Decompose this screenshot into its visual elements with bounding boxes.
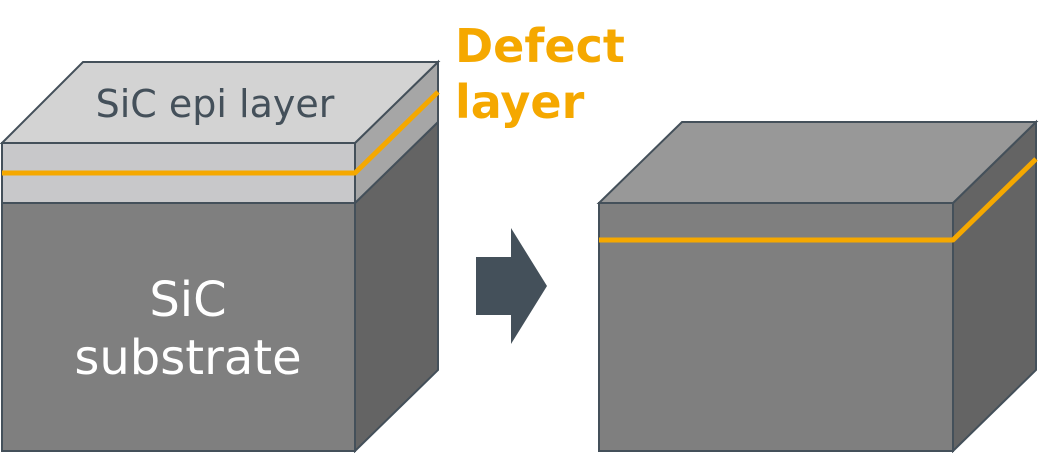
- before-block: SiC epi layer SiC substrate: [0, 59, 441, 453]
- defect-label-line2: layer: [455, 75, 585, 129]
- after-defect-line: [599, 157, 1038, 243]
- before-defect-line: [2, 90, 440, 176]
- right-arrow-icon: [476, 228, 547, 344]
- substrate-label-line2: substrate: [74, 330, 301, 386]
- defect-layer-label: Defect layer: [455, 18, 625, 130]
- after-front-face: [598, 202, 954, 452]
- before-substrate-front-face: [1, 202, 356, 452]
- defect-label-line1: Defect: [455, 19, 625, 73]
- after-block: [596, 119, 1039, 453]
- substrate-label-line1: SiC: [149, 272, 226, 328]
- epi-layer-label: SiC epi layer: [96, 82, 335, 126]
